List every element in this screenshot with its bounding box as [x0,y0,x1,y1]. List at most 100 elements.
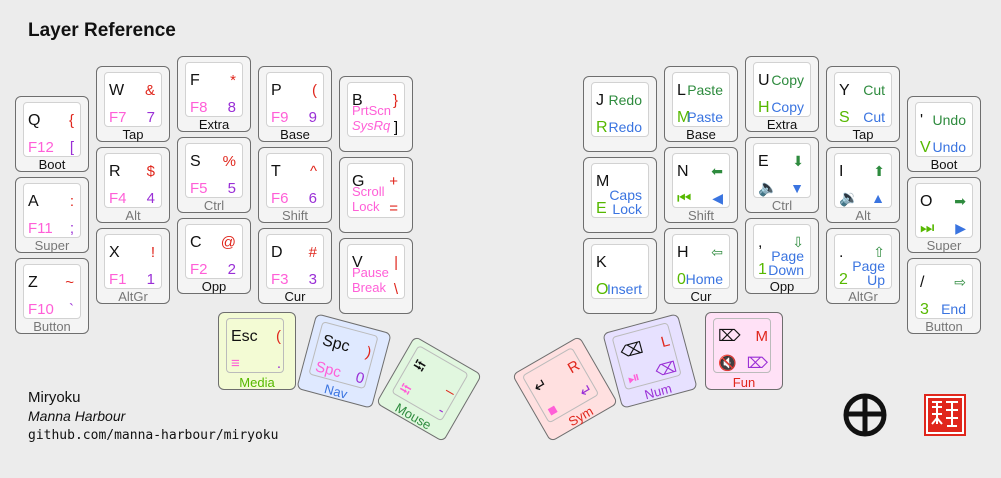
key-edit-label: Copy [771,99,804,115]
keycap [915,102,973,157]
credits: Miryoku Manna Harbour github.com/manna-h… [28,389,278,443]
key-base-label: Q [28,112,41,129]
key-base-label: U [758,72,770,89]
thumb-base-label: ⌦ [718,328,741,345]
key-symbol-label: # [308,244,317,261]
key-number-label: ` [69,301,74,318]
page-title: Layer Reference [28,20,176,41]
key-modifier-label: Button [33,319,71,334]
seal-stamp-icon [924,394,966,436]
key-nav-alt-label: R [596,119,608,136]
key-function-line: Scroll [352,184,385,199]
keycap [266,72,324,127]
keycap [591,82,649,137]
keycap [672,72,730,127]
key-base-label: P [271,82,282,99]
key-modifier-label: Boot [38,157,66,172]
key-modifier-label: Alt [855,208,871,223]
key-modifier-label: AltGr [118,289,148,304]
key-modifier-label: Super [926,238,962,253]
keycap [23,264,81,319]
key-modifier-label: Opp [201,279,227,294]
key-edit-label: ▼ [790,180,804,196]
key-base-label: K [596,254,607,271]
key-base-label: W [109,82,125,99]
key-base-label: V [352,254,363,271]
key-symbol-label: & [144,82,155,99]
keycap [834,72,892,127]
key-nav-label: Paste [687,82,723,98]
key-base-label: , [758,234,763,251]
key-nav-label: Cut [863,82,885,98]
thumb-key-sym: ↵R■↵Sym [511,335,619,443]
miryoku-logo-icon [843,393,887,437]
keycap [23,102,81,157]
key-base-label: D [271,244,283,261]
key-base-label: Y [839,82,850,99]
key-nav-label: ⇦ [711,244,723,260]
keycap [834,153,892,208]
thumb-key-num: ⌫L⏯⌫Num [602,313,698,409]
key-base-label: C [190,234,202,251]
key-symbol-label: ~ [65,274,74,291]
key-edit-label: Home [685,271,723,287]
key-base-label: H [677,244,689,261]
key-symbol-label: * [230,72,236,89]
key-base-label: . [839,244,844,261]
key-number-label: 9 [308,109,317,126]
key-function-label: F11 [28,220,53,237]
key-nav-label: Undo [932,112,966,128]
thumb-symbol-label: ( [276,328,281,345]
key-base-label: X [109,244,120,261]
key-modifier-label: Boot [930,157,958,172]
key-modifier-label: Tap [852,127,874,142]
key-edit-label: Caps Lock [609,187,642,217]
key-symbol-label: + [389,173,398,190]
thumb-alt-label: ≡ [231,355,240,372]
key-edit-label: ▲ [871,190,885,206]
key-modifier-label: Cur [284,289,306,304]
key-modifier-label: Extra [198,117,230,132]
thumb-key-mouse: ⭾_⭾-Mouse [375,335,483,443]
brand-name: Miryoku [28,389,81,406]
key-function-label: F3 [271,271,289,288]
key-nav-label: Redo [608,92,642,108]
key-nav-label: Copy [771,72,804,88]
keycap [753,224,811,279]
key-modifier-label: Opp [769,279,795,294]
key-modifier-label: Extra [766,117,798,132]
key-edit-label: Cut [863,109,885,125]
keycap [104,72,162,127]
key-modifier-label: Base [686,127,716,142]
key-modifier-label: Alt [125,208,141,223]
key-nav-alt-label: 0 [677,271,686,288]
keycap [266,153,324,208]
key-nav-label: ⇧ [873,244,885,260]
key-nav-alt-label: V [920,139,931,156]
key-nav-alt-label: M [677,109,691,126]
key-nav-label: ⬆ [873,163,885,179]
key-symbol-label: | [394,254,398,271]
key-nav-alt-label: H [758,99,770,116]
key-nav-alt-label: 🔉 [839,190,859,207]
thumb-layer-label: Media [239,375,275,390]
keycap [672,234,730,289]
key-base-label: L [677,82,686,99]
keycap [104,234,162,289]
key-number-label: 7 [146,109,155,126]
key-base-label: T [271,163,281,180]
key-function-label: F2 [190,261,208,278]
